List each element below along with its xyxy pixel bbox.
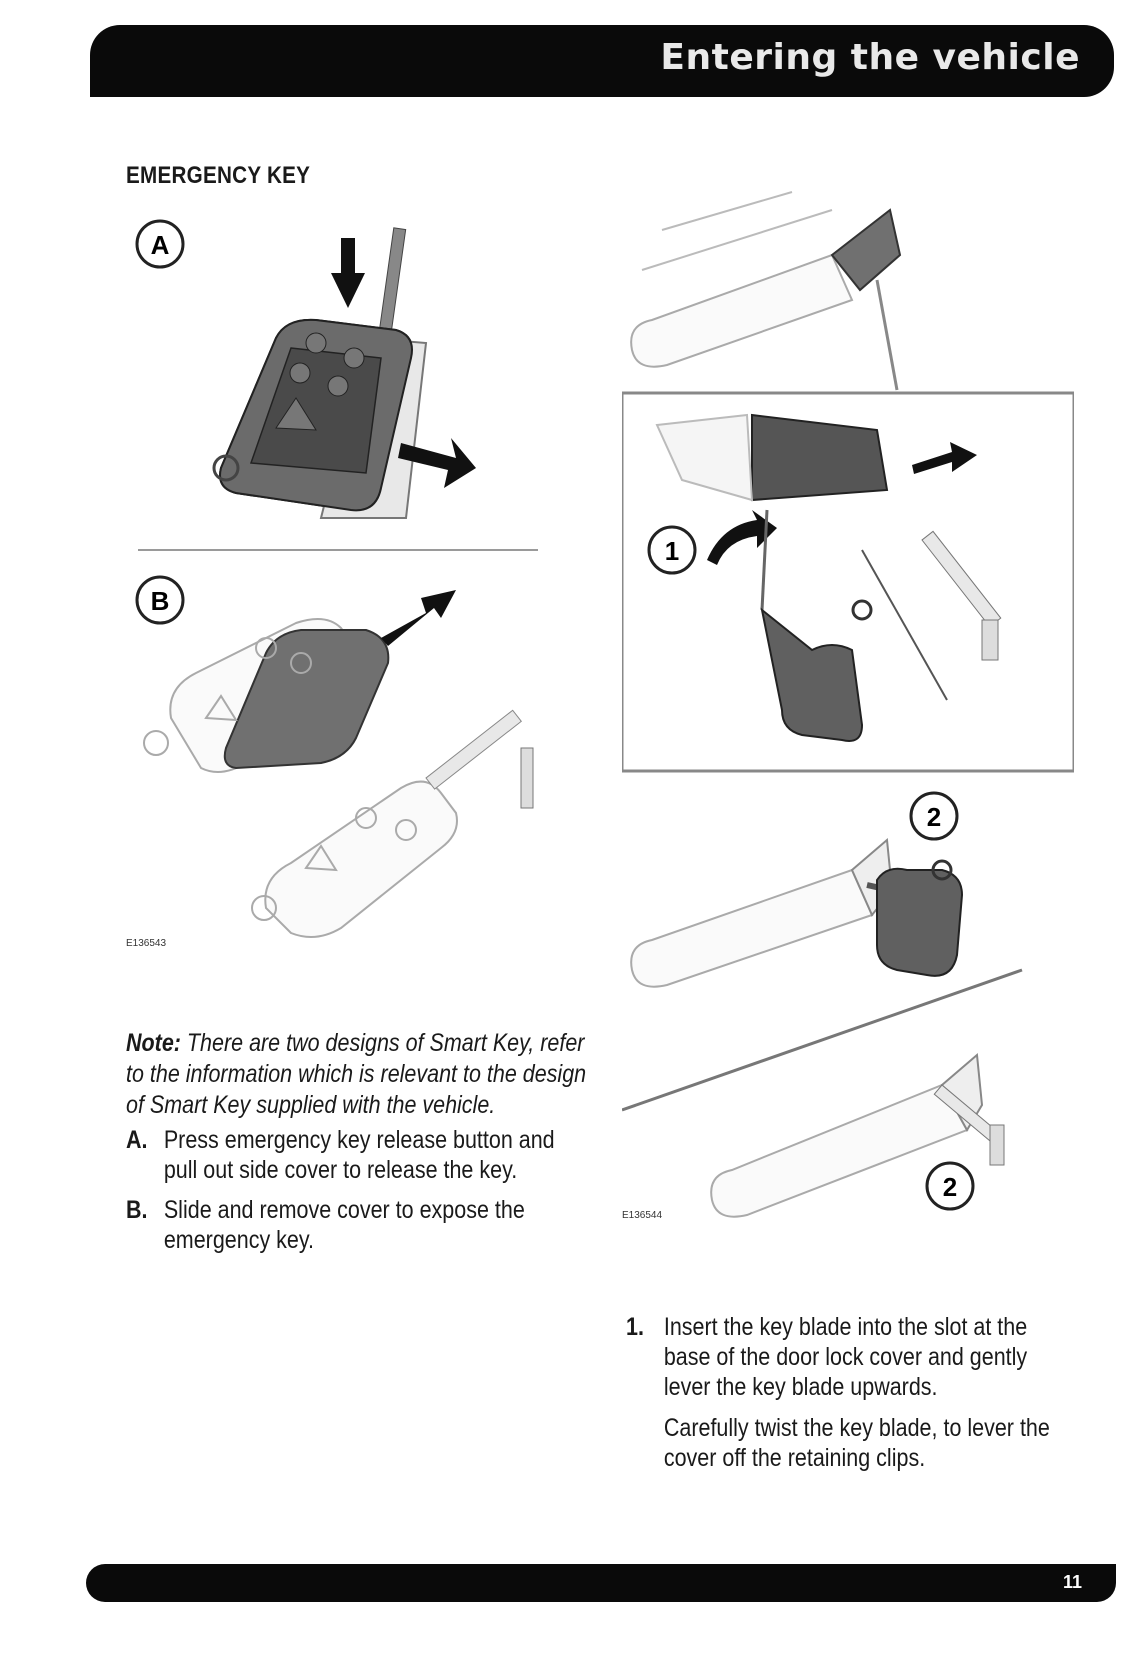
footer-bar: 11 (86, 1564, 1116, 1602)
door-lock-illustration: 1 2 2 E136544 (620, 180, 1076, 1285)
callout-a: A (135, 219, 185, 269)
arrow-up-right-icon (381, 590, 456, 646)
note-label: Note: (126, 1029, 181, 1057)
door-handle-middle: 2 (630, 791, 964, 988)
step-1-continued-text: Carefully twist the key blade, to lever … (663, 1414, 1050, 1472)
figure-divider-right (621, 968, 1023, 1112)
step-1-text: Insert the key blade into the slot at th… (663, 1313, 1028, 1401)
door-handle-diagram: 1 2 2 (620, 191, 1076, 1218)
page-number: 11 (1062, 1572, 1082, 1592)
section-heading: EMERGENCY KEY (126, 162, 311, 189)
callout-2a-label: 2 (927, 802, 941, 832)
smart-key-b-closed (143, 618, 390, 773)
note: Note: There are two designs of Smart Key… (126, 1028, 596, 1121)
header-bar: Entering the vehicle (90, 25, 1114, 97)
smart-key-illustration: A B (126, 218, 586, 1013)
callout-b-label: B (151, 586, 170, 616)
callout-2b-label: 2 (943, 1172, 957, 1202)
door-handle-bottom: 2 (710, 1052, 1005, 1218)
arrow-right-icon (398, 438, 476, 488)
door-handle-top (630, 191, 902, 391)
arrow-down-icon (331, 238, 365, 308)
step-b-label: B. (126, 1196, 148, 1224)
detail-inset: 1 (620, 391, 1076, 773)
figure-code-right: E136544 (622, 1210, 663, 1221)
smart-key-diagram: A B (135, 219, 538, 938)
step-a-text: Press emergency key release button and p… (163, 1126, 555, 1184)
callout-b: B (135, 575, 185, 625)
smart-key-a (212, 227, 428, 519)
page-title: Entering the vehicle (660, 37, 1080, 78)
lever-arrow-icon (707, 510, 777, 565)
step-a-label: A. (126, 1126, 148, 1154)
arrow-right-icon (912, 442, 977, 474)
callout-a-label: A (151, 230, 170, 260)
step-1-label: 1. (626, 1313, 644, 1341)
callout-1-label: 1 (665, 536, 679, 566)
step-b-text: Slide and remove cover to expose the eme… (163, 1196, 525, 1254)
note-text: There are two designs of Smart Key, refe… (126, 1029, 587, 1119)
smart-key-b-open (251, 709, 534, 938)
figure-code-left: E136543 (126, 938, 167, 949)
